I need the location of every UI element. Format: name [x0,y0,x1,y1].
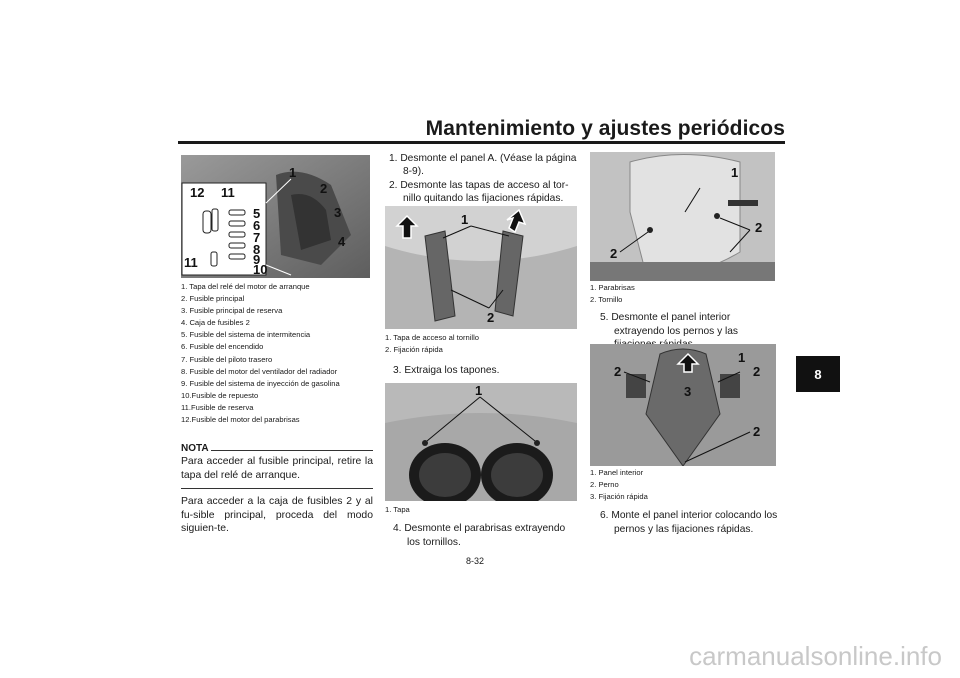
fuse-box-photo: 12 11 11 1 2 3 4 5 6 7 8 9 10 [181,155,370,278]
windshield-photo: 1 2 2 [590,152,775,281]
caption-item: 1. Panel interior [590,468,644,477]
column-2-bottom: 1. Tapa 4. Desmonte el parabrisas extray… [385,504,579,549]
caption-item: 7. Fusible del piloto trasero [181,354,273,364]
note-divider [181,488,373,490]
column-3-bottom: 1. Panel interior 2. Perno 3. Fijación r… [590,467,782,536]
fig5-label-2c: 2 [753,424,760,439]
fig4-label-1: 1 [731,165,738,180]
column-1-text: 1. Tapa del relé del motor de arranque 2… [181,281,373,536]
fig-label-6: 6 [253,218,260,233]
caption-item: 2. Tornillo [590,295,623,305]
fuse-caption-list: 1. Tapa del relé del motor de arranque 2… [181,281,373,426]
caption-item: 5. Fusible del sistema de intermitencia [181,330,311,340]
fig-label-4: 4 [338,234,346,249]
caption-item: 2. Perno [590,480,619,490]
cap-photo: 1 [385,383,577,501]
fig5-label-2a: 2 [614,364,621,379]
caption-item: 1. Tapa de acceso al tornillo [385,333,479,342]
step-6: 6. Monte el panel interior colocando los… [600,510,778,535]
caption-item: 9. Fusible del sistema de inyección de g… [181,378,340,388]
fig3-label-1: 1 [475,383,482,398]
fig-label-10: 10 [253,262,267,277]
inner-panel-photo: 1 2 2 3 2 [590,344,776,466]
fig4-label-2a: 2 [755,220,762,235]
cap-captions: 1. Tapa [385,504,579,516]
screw-cover-captions: 1. Tapa de acceso al tornillo 2. Fijació… [385,332,579,356]
watermark[interactable]: carmanualsonline.info [689,641,942,671]
fig5-label-3: 3 [684,384,691,399]
caption-item: 1. Tapa [385,505,410,514]
fig-label-12: 12 [190,185,204,200]
column-2-steps-top: 1. Desmonte el panel A. (Véase la página… [389,152,581,206]
chapter-tab[interactable]: 8 [796,356,840,392]
fig5-label-2b: 2 [753,364,760,379]
fig-label-11b: 11 [184,255,198,270]
note-heading: NOTA [181,443,373,455]
step-3: 3. Extraiga los tapones. [393,365,500,377]
caption-item: 3. Fijación rápida [590,492,648,502]
fig2-label-2: 2 [487,310,494,325]
fig-label-8: 8 [253,242,260,257]
caption-item: 8. Fusible del motor del ventilador del … [181,366,338,376]
caption-item: 4. Caja de fusibles 2 [181,318,250,328]
windshield-captions: 1. Parabrisas 2. Tornillo [590,282,782,306]
caption-item: 11.Fusible de reserva [181,402,254,412]
caption-item: 6. Fusible del encendido [181,342,264,352]
caption-item: 2. Fijación rápida [385,345,443,355]
fig2-label-1: 1 [461,212,468,227]
fig-label-1: 1 [289,165,296,180]
page-number: 8-32 [466,556,485,566]
caption-item: 1. Tapa del relé del motor de arranque [181,282,310,291]
note-text: Para acceder al fusible principal, retir… [181,456,373,481]
column-3-middle: 1. Parabrisas 2. Tornillo 5. Desmonte el… [590,282,782,351]
header-rule [178,141,785,144]
step-2: 2. Desmonte las tapas de acceso al tor-n… [389,179,569,205]
fig-label-5: 5 [253,206,260,221]
caption-item: 3. Fusible principal de reserva [181,306,283,316]
fig-label-9: 9 [253,252,260,267]
fig-label-2: 2 [320,181,327,196]
screw-cover-photo: 1 2 [385,206,577,329]
caption-item: 1. Parabrisas [590,283,635,292]
step-1: 1. Desmonte el panel A. (Véase la página… [389,153,577,178]
fig4-label-2b: 2 [610,246,617,261]
caption-item: 10.Fusible de repuesto [181,390,259,400]
fig-label-7: 7 [253,230,260,245]
caption-item: 12.Fusible del motor del parabrisas [181,415,300,425]
fig-label-3: 3 [334,205,341,220]
intro-paragraph: Para acceder a la caja de fusibles 2 y a… [181,496,373,535]
caption-item: 2. Fusible principal [181,294,245,304]
page-title: Mantenimiento y ajustes periódicos [425,117,785,140]
fig5-label-1: 1 [738,350,745,365]
inner-panel-captions: 1. Panel interior 2. Perno 3. Fijación r… [590,467,782,503]
column-2-middle: 1. Tapa de acceso al tornillo 2. Fijació… [385,332,579,378]
fig-label-11a: 11 [221,185,235,200]
step-4: 4. Desmonte el parabrisas extrayendo los… [393,523,566,548]
